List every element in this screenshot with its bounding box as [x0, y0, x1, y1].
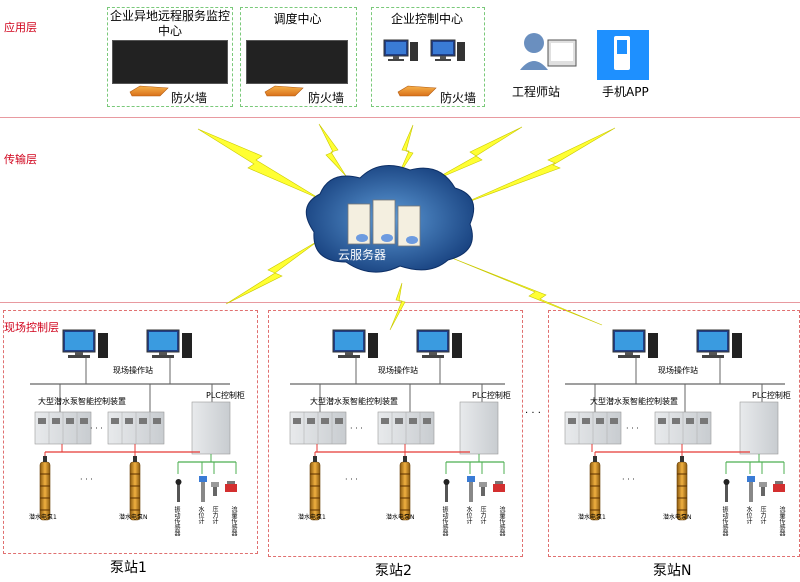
- pressure-meter-label: 压力计: [759, 506, 766, 524]
- water-level-meter-label: 水位计: [745, 506, 752, 524]
- operator-station-label: 现场操作站: [378, 366, 418, 375]
- field-layer-label: 现场控制层: [4, 321, 59, 334]
- layer-divider-1: [0, 117, 800, 118]
- pressure-meter-label: 压力计: [211, 506, 218, 524]
- firewall-label: 防火墙: [308, 91, 345, 105]
- control-center-title: 企业控制中心: [390, 12, 463, 26]
- flow-sensor-label: 流量传感器: [778, 506, 785, 536]
- operator-station-label: 现场操作站: [658, 366, 698, 375]
- control-center-box: [371, 7, 485, 107]
- water-level-meter-label: 水位计: [197, 506, 204, 524]
- station-name: 泵站N: [653, 563, 692, 579]
- ellipsis: · · ·: [80, 475, 93, 484]
- firewall-label: 防火墙: [171, 91, 208, 105]
- ellipsis: · · ·: [626, 424, 639, 433]
- mobile-app-label: 手机APP: [602, 85, 649, 99]
- pump-1-label: 潜水电泵1: [29, 514, 57, 521]
- water-level-meter-label: 水位计: [465, 506, 472, 524]
- ellipsis: · · ·: [90, 424, 103, 433]
- dispatch-center-title: 调度中心: [273, 12, 322, 26]
- pump-1-label: 潜水电泵1: [578, 514, 606, 521]
- pressure-meter-label: 压力计: [479, 506, 486, 524]
- layer-divider-2: [0, 302, 800, 303]
- pump-1-label: 潜水电泵1: [298, 514, 326, 521]
- pump-station-1: [3, 310, 258, 554]
- video-wall-screen: [246, 40, 348, 84]
- firewall-label: 防火墙: [440, 91, 477, 105]
- plc-cabinet-label: PLC控制柜: [472, 391, 511, 400]
- pump-n-label: 潜水电泵N: [386, 514, 415, 521]
- smart-control-device-label: 大型潜水泵智能控制装置: [310, 397, 398, 406]
- pump-n-label: 潜水电泵N: [663, 514, 692, 521]
- ellipsis: · · ·: [350, 424, 363, 433]
- vibration-sensor-label: 振动传感器: [173, 506, 180, 536]
- pump-n-label: 潜水电泵N: [119, 514, 148, 521]
- smart-control-device-label: 大型潜水泵智能控制装置: [38, 397, 126, 406]
- flow-sensor-label: 流量传感器: [230, 506, 237, 536]
- ellipsis: · · ·: [525, 408, 541, 419]
- pump-station-2: [268, 310, 523, 557]
- station-name: 泵站2: [375, 563, 412, 579]
- plc-cabinet-label: PLC控制柜: [206, 391, 245, 400]
- transport-layer-label: 传输层: [4, 153, 37, 166]
- engineer-station-label: 工程师站: [512, 85, 561, 99]
- station-name: 泵站1: [110, 560, 147, 576]
- ellipsis: · · ·: [345, 475, 358, 484]
- vibration-sensor-label: 振动传感器: [721, 506, 728, 536]
- vibration-sensor-label: 振动传感器: [441, 506, 448, 536]
- operator-station-label: 现场操作站: [113, 366, 153, 375]
- application-layer-label: 应用层: [4, 21, 37, 34]
- remote-monitoring-center-box: [107, 7, 233, 107]
- smart-control-device-label: 大型潜水泵智能控制装置: [590, 397, 678, 406]
- video-wall-screen: [112, 40, 228, 84]
- flow-sensor-label: 流量传感器: [498, 506, 505, 536]
- dispatch-center-box: [240, 7, 357, 107]
- ellipsis: · · ·: [622, 475, 635, 484]
- remote-monitoring-center-title: 企业异地远程服务监控中心: [110, 9, 231, 38]
- plc-cabinet-label: PLC控制柜: [752, 391, 791, 400]
- cloud-server-label: 云服务器: [338, 248, 387, 262]
